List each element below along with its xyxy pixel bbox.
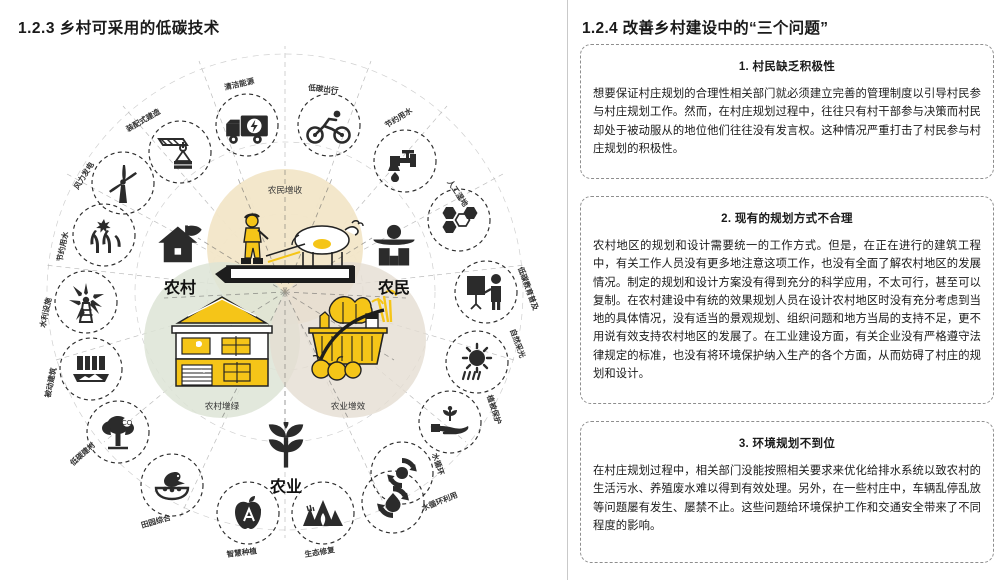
right-section-title: 1.2.4 改善乡村建设中的“三个问题” (582, 20, 829, 37)
ring-label: 水利设施 (37, 296, 53, 328)
venn-core: 农民增收 农村增绿 农业增效 (144, 169, 426, 430)
recycle-leaf-icon (387, 458, 417, 488)
electric-truck-icon (226, 115, 268, 144)
ring-label: 风力发电 (71, 160, 96, 191)
ring-node-人工湿地[interactable]: 人工湿地 (427, 177, 491, 252)
problem-card-3: 3. 环境规划不到位 在村庄规划过程中，相关部门没能按照相关要求来优化给排水系统… (580, 421, 994, 563)
ring-label: 水循环利用 (420, 489, 459, 512)
house-with-leaf-icon (156, 223, 204, 264)
bicycle-icon (306, 109, 351, 144)
ring-node-水循环利用[interactable]: 水循环利用 (361, 470, 459, 534)
illustration-ploughing (215, 213, 364, 283)
ring-label: 田园综合 (140, 512, 172, 530)
recycle-drop-icon (377, 485, 409, 518)
ring-node-清洁能源[interactable]: 清洁能源 (215, 75, 279, 157)
left-section-title: 1.2.3 乡村可采用的低碳技术 (18, 20, 220, 37)
ring-label: 被动建筑 (42, 366, 58, 398)
solar-panel-icon (72, 355, 110, 383)
ring-label: 低碳出行 (307, 82, 340, 95)
hand-sprout-icon (429, 405, 470, 436)
problem-card-2: 2. 现有的规划方式不合理 农村地区的规划和设计需要统一的工作方式。但是，在正在… (580, 196, 994, 404)
ring-node-植被保护[interactable]: 植被保护 (418, 390, 504, 454)
ring-label: 人工湿地 (445, 177, 471, 209)
problem-card-title: 2. 现有的规划方式不合理 (721, 213, 853, 225)
ring-node-智慧种植[interactable]: 智慧种植 (216, 481, 280, 559)
ring-node-风力发电[interactable]: 风力发电 (71, 151, 155, 215)
ring-node-被动建筑[interactable]: 被动建筑 (42, 337, 123, 401)
tree-co2-icon (100, 414, 136, 450)
ring-label: 智慧种植 (226, 545, 258, 559)
pillar-label: 农村 (163, 278, 196, 297)
ring-label: 清洁能源 (223, 75, 255, 92)
pillar-农业[interactable]: 农业 (268, 418, 304, 496)
problem-card-body: 农村地区的规划和设计需要统一的工作方式。但是，在正在进行的建筑工程中，有关工作人… (593, 240, 981, 381)
core-label-agri-efficiency: 农业增效 (331, 400, 366, 411)
faucet-drop-icon (388, 150, 416, 182)
pillar-农民[interactable]: 农民 (373, 224, 415, 297)
problem-card-body: 想要保证村庄规划的合理性相关部门就必须建立完善的管理制度以引导村民参与村庄规划工… (593, 88, 981, 155)
ring-label: 低碳建材 (67, 439, 97, 468)
crane-icon (158, 138, 193, 170)
core-label-village-green: 农村增绿 (205, 400, 240, 411)
windmill-icon (68, 282, 105, 323)
problem-card-title: 1. 村民缺乏积极性 (738, 61, 836, 73)
mountain-icon (302, 499, 344, 527)
ring-node-节约用水[interactable]: 节约用水 (373, 105, 437, 193)
low-carbon-technology-panel: 1.2.3 乡村可采用的低碳技术 (0, 20, 570, 580)
ring-label: 生态修复 (304, 544, 336, 559)
bird-nest-icon (154, 470, 190, 501)
ring-node-低碳建材[interactable]: 低碳建材 (67, 400, 150, 468)
ring-node-低碳教育普及[interactable]: 低碳教育普及 (454, 260, 541, 324)
ring-label: 装配式建造 (123, 106, 162, 134)
panel-divider (567, 0, 568, 580)
problem-card-body: 在村庄规划过程中，相关部门没能按照相关要求来优化给排水系统以致农村的生活污水、养… (593, 465, 981, 532)
ring-label: 自然采光 (508, 327, 528, 359)
ring-node-装配式建造[interactable]: 装配式建造 (123, 106, 212, 184)
problem-card-title: 3. 环境规划不到位 (738, 438, 836, 450)
ring-node-节约用水-雨水[interactable]: 节约用水 (54, 203, 136, 267)
core-label-farmer-income: 农民增收 (268, 184, 303, 195)
rain-crops-icon (90, 219, 121, 253)
illustration-village-house (171, 296, 273, 387)
farmer-hat-icon (373, 224, 415, 266)
ring-node-自然采光[interactable]: 自然采光 (445, 327, 528, 394)
ring-label: 植被保护 (485, 393, 504, 426)
pillar-农村[interactable]: 农村 (156, 223, 204, 297)
ring-node-田园综合[interactable]: 田园综合 (140, 453, 204, 530)
problem-card-1: 1. 村民缺乏积极性 想要保证村庄规划的合理性相关部门就必须建立完善的管理制度以… (580, 44, 994, 179)
rural-low-carbon-diagram: CO (0, 30, 570, 580)
ring-label: 节约用水 (383, 105, 414, 130)
pillar-label: 农业 (269, 477, 302, 496)
pillar-label: 农民 (377, 278, 410, 297)
plant-tree-icon (268, 422, 304, 468)
three-problems-panel: 1.2.4 改善乡村建设中的“三个问题” 1. 村民缺乏积极性 想要保证村庄规划… (578, 0, 1000, 580)
teacher-board-icon (465, 272, 503, 312)
ring-node-低碳出行[interactable]: 低碳出行 (297, 82, 361, 157)
ring-node-生态修复[interactable]: 生态修复 (291, 481, 355, 559)
ring-label: 低碳教育普及 (516, 264, 541, 312)
wind-turbine-icon (109, 165, 137, 203)
illustration-produce-basket (308, 289, 397, 381)
apple-plus-icon (233, 494, 263, 531)
ring-label: 节约用水 (54, 230, 70, 262)
pillar-group: 农村 农民 农业 (156, 223, 415, 496)
hexagon-cells-icon (441, 206, 479, 234)
